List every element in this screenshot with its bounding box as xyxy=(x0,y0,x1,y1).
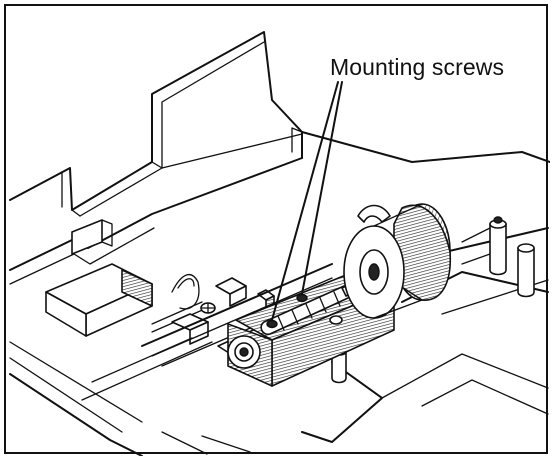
drum xyxy=(343,203,452,319)
illustration-frame: Mounting screws xyxy=(4,4,550,456)
connector-block xyxy=(45,263,153,337)
back-wall xyxy=(9,31,550,217)
tray-outline xyxy=(9,127,549,456)
mounting-screw-front xyxy=(266,319,278,329)
mounting-screws-label: Mounting screws xyxy=(330,54,505,80)
left-notch xyxy=(71,219,113,255)
callout-leaders xyxy=(271,81,343,321)
device-line-drawing xyxy=(9,31,550,456)
mounting-screw-rear xyxy=(296,293,308,303)
right-post xyxy=(461,216,535,298)
